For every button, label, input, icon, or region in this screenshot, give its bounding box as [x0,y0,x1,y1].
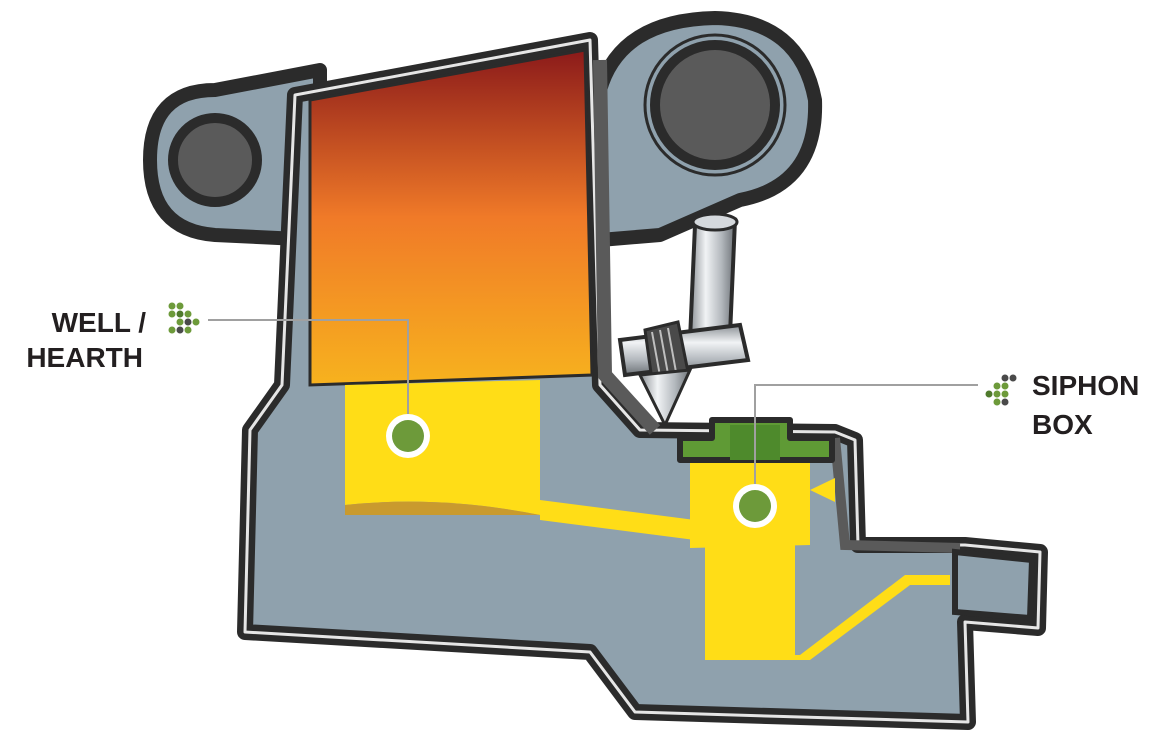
siphon-box-marker [733,484,777,528]
dot-cluster-icon [168,302,200,334]
well-hearth-label-line1: WELL / [52,307,147,338]
siphon-box-label-line1: SIPHON [1032,370,1139,401]
right-roller [593,11,823,247]
siphon-box-label-line2: BOX [1032,409,1093,440]
tap-pipe [617,212,751,429]
molten-liquid [345,380,950,660]
leader-lines [208,319,978,490]
well-hearth-label: WELL / HEARTH [26,307,146,373]
well-hearth-marker [386,414,430,458]
molten-chamber [308,48,594,387]
well-hearth-label-line2: HEARTH [26,342,143,373]
dot-cluster-icon [985,374,1017,406]
siphon-box-label: SIPHON BOX [1032,370,1139,440]
